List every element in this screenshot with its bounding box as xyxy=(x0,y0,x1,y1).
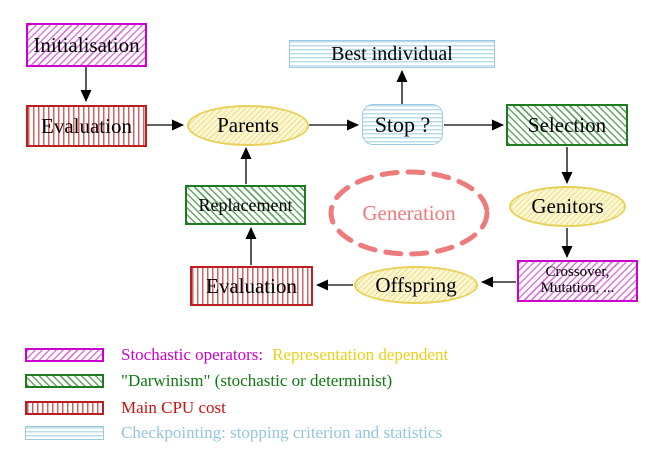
legend-label-darwinism: "Darwinism" (stochastic or determinist) xyxy=(121,371,393,390)
legend-label-checkpointing: Checkpointing: stopping criterion and st… xyxy=(121,423,443,442)
crossover-line1: Crossover, xyxy=(545,264,610,281)
node-offspring: Offspring xyxy=(354,266,478,304)
legend-row-stochastic: Stochastic operators: Representation dep… xyxy=(25,345,448,365)
node-replacement: Replacement xyxy=(185,185,306,225)
legend-swatch-cyan-stripes xyxy=(25,426,104,440)
legend-row-cpu-cost: Main CPU cost xyxy=(25,398,226,418)
legend-label-representation: Representation dependent xyxy=(272,345,449,364)
node-evaluation-top: Evaluation xyxy=(26,105,147,147)
legend-label-stochastic: Stochastic operators: xyxy=(121,345,264,364)
node-stop: Stop ? xyxy=(362,104,443,145)
legend-swatch-green-hatch xyxy=(25,374,104,388)
node-selection: Selection xyxy=(506,104,628,146)
node-evaluation-bottom: Evaluation xyxy=(190,266,313,306)
node-genitors: Genitors xyxy=(509,186,626,227)
legend-swatch-red-stripes xyxy=(25,401,104,415)
legend-row-checkpointing: Checkpointing: stopping criterion and st… xyxy=(25,423,442,443)
node-best-individual: Best individual xyxy=(289,40,495,68)
node-crossover-mutation: Crossover, Mutation, ... xyxy=(517,260,638,302)
node-initialisation: Initialisation xyxy=(26,23,147,67)
legend-swatch-magenta-hatch xyxy=(25,348,104,362)
generation-dashed-ellipse xyxy=(328,169,490,257)
node-generation-label: Generation xyxy=(362,200,456,225)
legend-label-cpu-cost: Main CPU cost xyxy=(121,398,226,417)
legend-row-darwinism: "Darwinism" (stochastic or determinist) xyxy=(25,371,392,391)
crossover-line2: Mutation, ... xyxy=(540,280,615,296)
node-parents: Parents xyxy=(187,105,309,146)
